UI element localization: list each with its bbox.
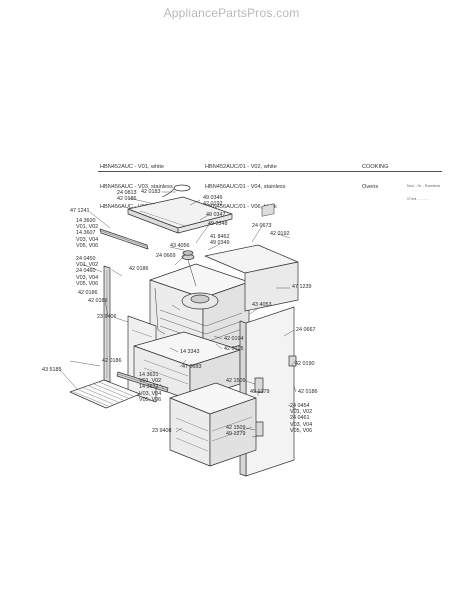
mounting-bracket — [288, 355, 297, 367]
corner-note-line: 07/eni - - - - - - — [407, 197, 429, 202]
part-label: 42 0186 — [298, 389, 318, 395]
part-label: 49 1279 — [250, 389, 270, 395]
header-rule — [98, 171, 442, 172]
category-line: Ovens — [362, 183, 379, 190]
part-label: 42 0194 — [224, 336, 244, 342]
model-line: HBN456AUC - V03, stainless — [100, 183, 173, 190]
oven-rack — [69, 379, 141, 409]
corner-note-line: Mod. - Nr. - Rowdenia — [407, 184, 440, 189]
part-label: 49 0348 — [208, 221, 228, 227]
part-label: 24 0667 — [296, 327, 316, 333]
part-label: 23 9408 — [152, 428, 172, 434]
part-label: 47 1239 — [292, 284, 312, 290]
model-line: HBN452AUC/01 - V02, white — [205, 164, 277, 171]
model-line: HBN452AUC - V01, white — [100, 164, 165, 171]
top-trim-strip — [99, 228, 149, 250]
category-line: COOKING — [362, 164, 389, 171]
category-block: COOKING Ovens — [362, 151, 388, 197]
corner-note: Mod. - Nr. - Rowdenia 07/eni - - - - - - — [407, 176, 440, 205]
part-label: 42 0186 — [102, 358, 122, 364]
part-label: 49 0347 — [206, 212, 226, 218]
part-label: 42 0190 — [295, 361, 315, 367]
part-label: 43 4056 — [170, 243, 190, 249]
part-label: 42 0195 — [224, 346, 244, 352]
part-label: 43 5185 — [42, 367, 62, 373]
part-label: 24 0673 — [252, 223, 272, 229]
part-label: 42 0186 — [129, 266, 149, 272]
part-label: 47 1241 — [70, 208, 90, 214]
mounting-bracket — [254, 377, 264, 393]
part-label: 23 9406 — [97, 314, 117, 320]
part-label: 47 0693 — [182, 364, 202, 370]
part-label: 42 0186 — [78, 290, 98, 296]
part-label: 42 1509 — [226, 378, 246, 384]
part-label: 24 0669 — [156, 253, 176, 259]
watermark: AppliancePartsPros.com — [163, 6, 300, 20]
part-label: 43 4053 — [252, 302, 272, 308]
part-label: 42 0186 — [88, 298, 108, 304]
part-label: 14 3343 — [180, 349, 200, 355]
part-label: 42 0192 — [270, 231, 290, 237]
part-label: 42 0183 — [141, 189, 161, 195]
wire-harness — [173, 184, 191, 192]
model-line: HBN456AUC/01 - V04, stainless — [205, 183, 286, 190]
